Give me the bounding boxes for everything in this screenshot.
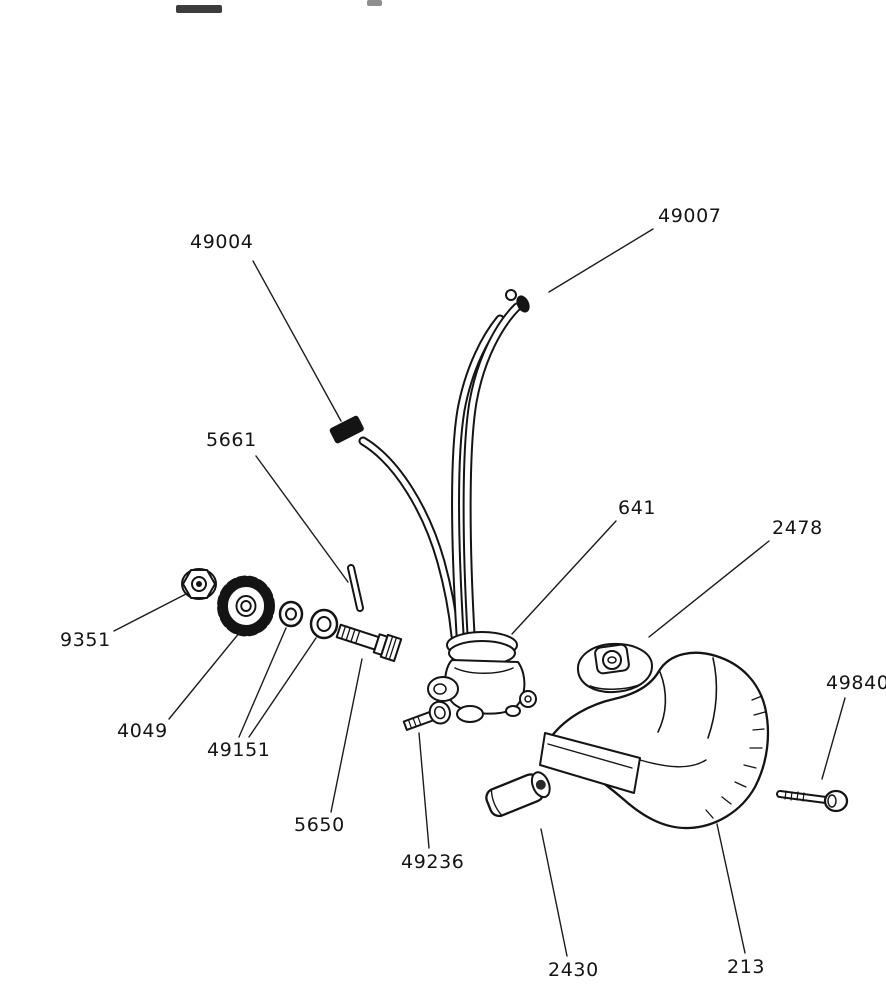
leader-4049 xyxy=(168,631,241,720)
part-label-5661: 5661 xyxy=(206,429,257,451)
leader-5650 xyxy=(330,658,363,813)
part-drawing-sleeve-49004 xyxy=(329,415,364,444)
leader-213 xyxy=(716,823,746,954)
leader-49840 xyxy=(821,697,846,780)
part-label-49151: 49151 xyxy=(207,739,271,761)
part-drawing-gear-4049 xyxy=(217,575,275,637)
part-drawing-nut-9351 xyxy=(181,568,217,600)
scan-artifact xyxy=(176,0,382,13)
part-drawing-fitting-49007 xyxy=(505,289,530,313)
leader-49151-b xyxy=(248,637,317,738)
part-drawing-gasket-2478 xyxy=(576,642,653,694)
part-drawing-pump-body-641 xyxy=(427,631,537,723)
leader-2478 xyxy=(648,540,770,638)
part-label-49007: 49007 xyxy=(658,205,722,227)
leader-5661 xyxy=(255,455,349,583)
part-label-5650: 5650 xyxy=(294,814,345,836)
part-label-49004: 49004 xyxy=(190,231,254,253)
leader-lines xyxy=(113,228,846,957)
part-drawing-bolt-49236 xyxy=(402,700,451,731)
part-label-4049: 4049 xyxy=(117,720,168,742)
leader-49007 xyxy=(548,228,654,293)
leader-9351 xyxy=(113,593,187,632)
part-drawing-washers-49151 xyxy=(278,600,339,640)
part-drawing-pin-5661 xyxy=(347,564,364,612)
part-label-2430: 2430 xyxy=(548,959,599,981)
part-label-641: 641 xyxy=(618,497,657,519)
part-drawing-housing-213 xyxy=(539,651,770,830)
part-drawing-bolt-5650 xyxy=(335,623,403,663)
leader-2430 xyxy=(540,828,568,957)
part-label-9351: 9351 xyxy=(60,629,111,651)
part-drawing-oil-tubes xyxy=(358,302,522,641)
part-label-49236: 49236 xyxy=(401,851,465,873)
leader-49236 xyxy=(418,732,430,849)
part-drawing-cylinder-2430 xyxy=(485,771,551,818)
leader-49151-a xyxy=(238,627,287,738)
leader-641 xyxy=(511,520,617,635)
part-label-2478: 2478 xyxy=(772,517,823,539)
part-label-213: 213 xyxy=(727,956,766,978)
part-drawing-bolt-49840 xyxy=(776,789,849,813)
leader-49004 xyxy=(252,260,342,422)
part-label-49840: 49840 xyxy=(826,672,886,694)
